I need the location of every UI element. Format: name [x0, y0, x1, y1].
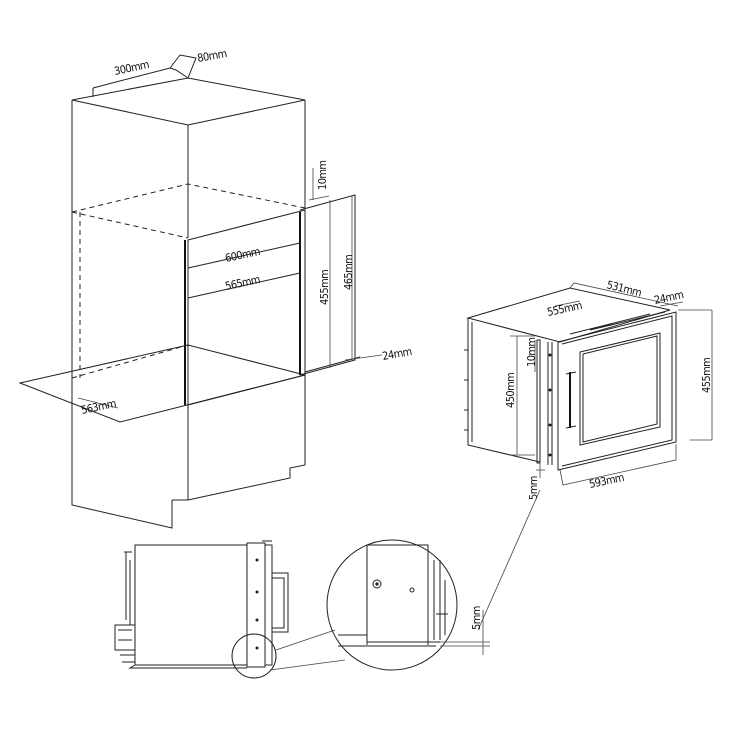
label-cutout-top-gap: 10mm: [316, 161, 329, 190]
tall-cabinet: [18, 54, 361, 529]
label-unit-top-gap: 10mm: [525, 338, 538, 367]
detail-view: [326, 539, 458, 671]
gap-leader: [477, 489, 541, 631]
label-cabinet-vent-depth: 80mm: [196, 47, 227, 65]
cabinet-dimension-lines: [77, 168, 383, 409]
wine-cooler-unit: [464, 287, 677, 471]
label-bottom-gap: 5mm: [527, 476, 540, 500]
label-unit-height-body: 450mm: [504, 373, 517, 408]
unit-dimension-lines: [510, 282, 713, 486]
label-unit-height-outer: 455mm: [700, 358, 713, 393]
label-unit-width: 593mm: [588, 471, 625, 491]
label-detail-gap: 5mm: [470, 606, 483, 630]
detail-leader-2: [269, 659, 346, 671]
label-panel-thickness: 24mm: [381, 345, 412, 363]
unit-side-view: [114, 540, 289, 679]
label-cutout-width: 600mm: [224, 245, 261, 265]
label-cutout-height-outer: 465mm: [342, 255, 355, 290]
label-cutout-height-inner: 455mm: [318, 270, 331, 305]
label-door-thickness: 24mm: [653, 288, 685, 307]
label-unit-body-depth: 555mm: [546, 299, 583, 319]
detail-gap-line: [440, 610, 490, 655]
label-cutout-inner-width: 565mm: [224, 273, 261, 293]
label-unit-depth: 531mm: [605, 278, 642, 299]
detail-leader: [275, 629, 336, 651]
